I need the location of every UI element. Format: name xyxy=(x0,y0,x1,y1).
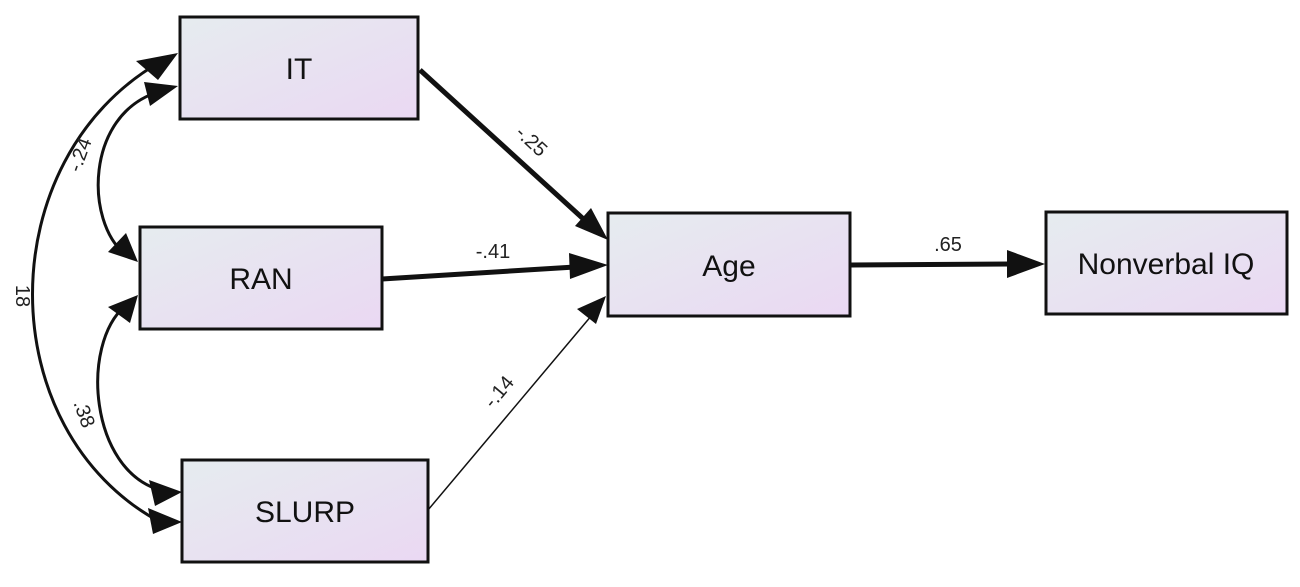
arrowhead-age-iq xyxy=(1007,250,1045,278)
arrowhead-it-ran-bottom xyxy=(108,233,138,262)
coef-slurp-age: -.14 xyxy=(480,372,519,413)
arrowhead-it-ran-top xyxy=(144,82,178,106)
arrowhead-it-slurp-bottom xyxy=(148,508,182,534)
arrowhead-slurp-age xyxy=(577,296,606,324)
node-ran-label: RAN xyxy=(229,263,292,296)
cov-ran-slurp: .38 xyxy=(69,397,99,431)
node-ran-box xyxy=(138,225,384,331)
node-it-box xyxy=(178,15,420,121)
arrowhead-it-slurp-top xyxy=(136,53,178,80)
path-age-iq xyxy=(850,261,1011,268)
node-nonverbal-iq-label: Nonverbal IQ xyxy=(1078,248,1255,281)
covariance-arc-it-ran xyxy=(96,90,159,256)
cov-it-ran: -.24 xyxy=(64,135,96,175)
coef-age-iq: .65 xyxy=(934,234,962,256)
node-slurp-box xyxy=(180,458,430,564)
arrowhead-ran-slurp-bottom xyxy=(149,480,182,506)
cov-it-slurp: 18 xyxy=(11,285,33,307)
path-slurp-age xyxy=(427,314,593,511)
arrowhead-ran-age xyxy=(569,253,608,279)
node-age-label: Age xyxy=(702,250,755,283)
node-it-label: IT xyxy=(286,53,313,86)
coef-ran-age: -.41 xyxy=(476,241,510,263)
node-nonverbal-iq-box xyxy=(1044,210,1289,316)
arrowhead-it-age xyxy=(575,208,608,240)
node-age-box xyxy=(606,211,852,318)
path-it-age xyxy=(418,68,592,227)
node-slurp-label: SLURP xyxy=(255,496,355,529)
arrowhead-ran-slurp-top xyxy=(108,295,138,323)
covariance-arc-it-slurp xyxy=(31,60,161,524)
covariance-arc-ran-slurp xyxy=(96,304,161,492)
path-ran-age xyxy=(381,264,576,282)
